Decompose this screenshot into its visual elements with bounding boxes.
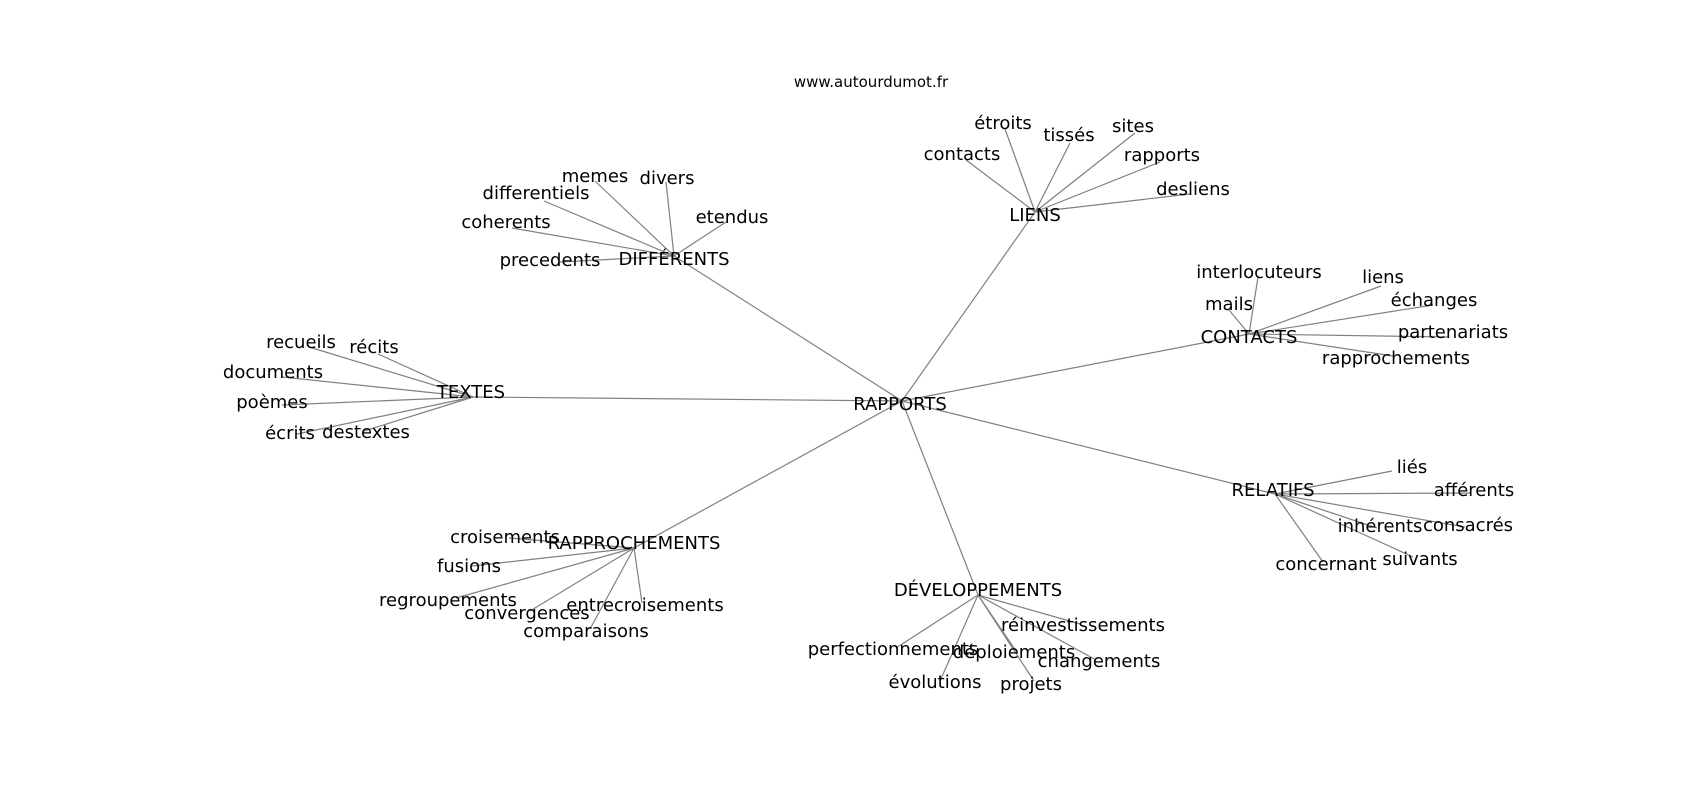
edge-developpements-leaf-4 xyxy=(939,594,979,682)
edge-center-rapprochements xyxy=(633,400,903,549)
edge-differents-leaf-4 xyxy=(511,227,675,257)
edge-center-textes xyxy=(472,396,903,402)
edge-relatifs-leaf-1 xyxy=(1274,492,1471,495)
edge-relatifs-leaf-5 xyxy=(1274,493,1414,558)
edge-contacts-leaf-5 xyxy=(1248,333,1394,357)
edge-center-contacts xyxy=(901,333,1250,402)
edge-liens-leaf-0 xyxy=(1004,128,1036,213)
edge-differents-leaf-1 xyxy=(665,181,675,257)
edge-contacts-leaf-0 xyxy=(1248,276,1259,335)
edge-differents-leaf-0 xyxy=(594,180,675,257)
edge-contacts-leaf-2 xyxy=(1228,309,1250,335)
edge-textes-leaf-2 xyxy=(281,376,474,398)
edge-liens-leaf-1 xyxy=(1034,142,1071,213)
edge-rapprochements-leaf-0 xyxy=(508,537,635,549)
edge-liens-leaf-5 xyxy=(1034,193,1191,213)
edge-developpements-leaf-0 xyxy=(977,594,1081,625)
edge-developpements-leaf-3 xyxy=(977,594,1097,661)
edge-center-differents xyxy=(673,255,903,402)
edge-developpements-leaf-1 xyxy=(895,594,979,649)
edge-liens-leaf-2 xyxy=(1034,132,1136,213)
edge-center-liens xyxy=(901,211,1036,402)
edge-differents-leaf-3 xyxy=(673,221,727,257)
edge-textes-leaf-3 xyxy=(281,396,474,406)
site-credit: www.autourdumot.fr xyxy=(793,73,949,91)
edge-textes-leaf-1 xyxy=(377,353,474,398)
edge-rapprochements-leaf-4 xyxy=(529,547,635,612)
edge-differents-leaf-2 xyxy=(543,200,675,257)
edge-differents-leaf-5 xyxy=(559,255,675,263)
edge-textes-leaf-0 xyxy=(308,346,474,398)
edge-liens-leaf-4 xyxy=(1034,161,1161,213)
edge-contacts-leaf-1 xyxy=(1248,285,1382,335)
edge-textes-leaf-4 xyxy=(296,396,474,435)
edge-rapprochements-leaf-2 xyxy=(455,547,635,599)
edge-contacts-leaf-4 xyxy=(1248,333,1450,338)
edge-rapprochements-leaf-1 xyxy=(471,547,635,567)
edge-relatifs-leaf-0 xyxy=(1274,470,1393,495)
edge-rapprochements-leaf-5 xyxy=(589,547,635,630)
edge-developpements-leaf-5 xyxy=(977,594,1035,682)
edge-center-relatifs xyxy=(901,400,1276,495)
edge-relatifs-leaf-4 xyxy=(1274,493,1324,563)
edge-textes-leaf-5 xyxy=(363,396,474,432)
edge-relatifs-leaf-2 xyxy=(1274,493,1378,529)
edge-center-developpements xyxy=(901,400,979,596)
edge-rapprochements-leaf-3 xyxy=(633,547,643,604)
edge-contacts-leaf-3 xyxy=(1248,304,1434,335)
edge-liens-leaf-3 xyxy=(965,159,1036,213)
edge-relatifs-leaf-3 xyxy=(1274,493,1466,528)
